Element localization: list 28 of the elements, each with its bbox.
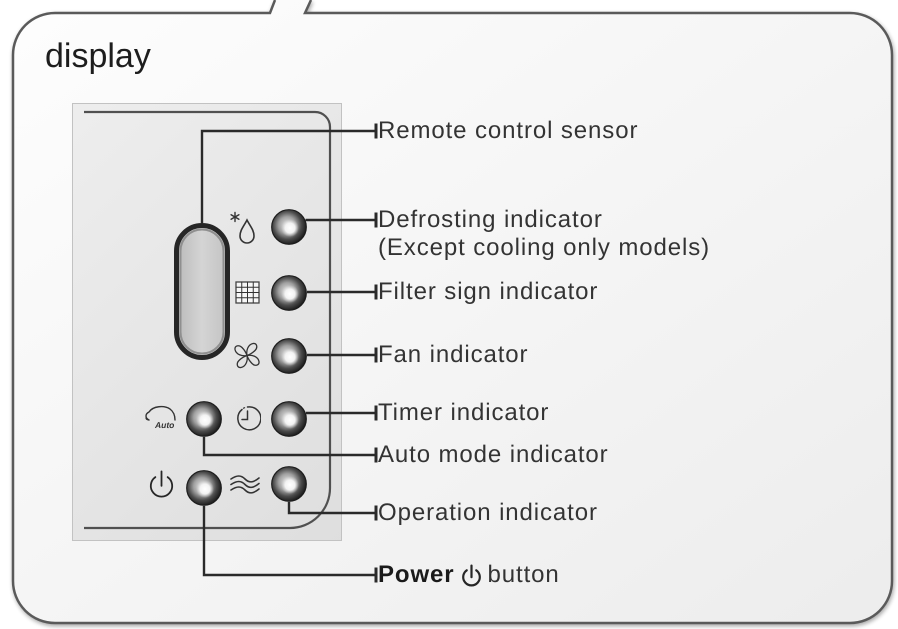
indicator-lamp xyxy=(271,275,307,311)
indicator-lamp xyxy=(186,401,222,437)
leader-line xyxy=(202,506,378,582)
callout-label: Timer indicator xyxy=(378,399,550,427)
heading: display xyxy=(45,36,151,76)
callout-label: Fan indicator xyxy=(378,341,528,369)
indicator-lamp xyxy=(271,466,307,502)
leader-line xyxy=(306,212,378,228)
leader-line xyxy=(202,437,378,462)
callout-label: Remote control sensor xyxy=(378,117,638,145)
leader-line xyxy=(200,124,378,223)
callout-label: Power xyxy=(378,561,455,589)
note-text: (Except cooling only models) xyxy=(378,234,710,262)
indicator-lamp xyxy=(271,338,307,374)
callout-label: Filter sign indicator xyxy=(378,278,598,306)
device-panel xyxy=(72,103,342,541)
callout-label: button xyxy=(488,561,560,589)
leader-line xyxy=(288,502,378,520)
icon-text: Auto xyxy=(155,420,174,430)
callout-label: Auto mode indicator xyxy=(378,441,609,469)
leader-line xyxy=(306,348,378,362)
indicator-lamp xyxy=(271,401,307,437)
leader-line xyxy=(306,284,378,300)
push-button xyxy=(186,470,222,506)
callout-label: Operation indicator xyxy=(378,499,598,527)
indicator-lamp xyxy=(271,209,307,245)
callout-label: Defrosting indicator xyxy=(378,206,604,234)
leader-line xyxy=(306,406,378,420)
